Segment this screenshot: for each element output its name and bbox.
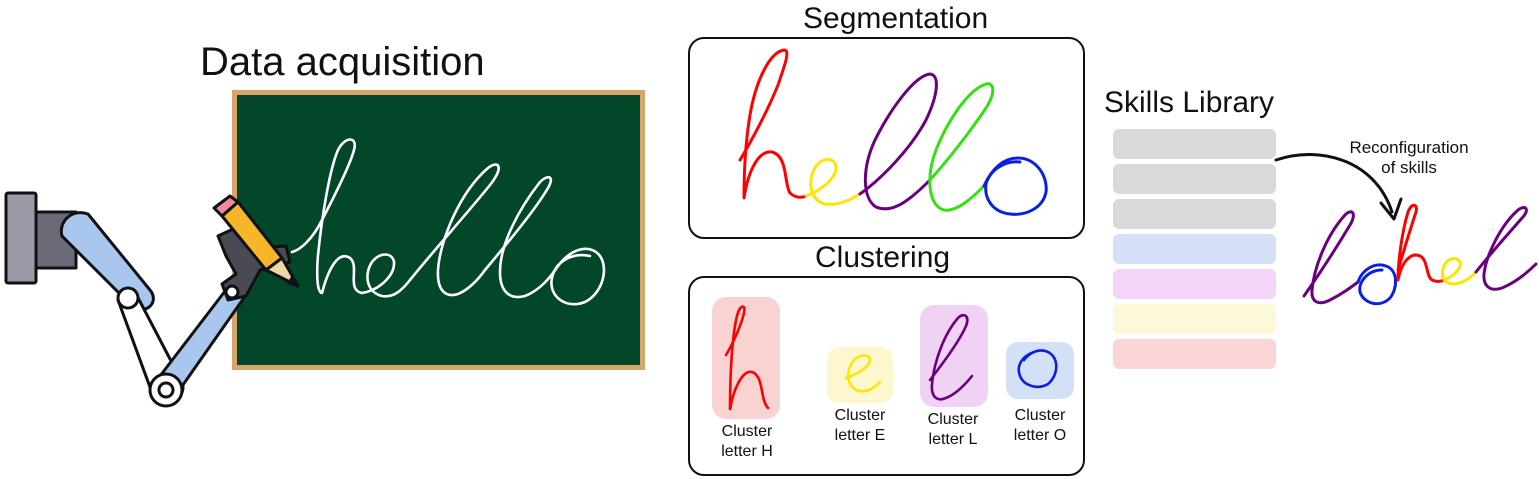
skill-slot-3: [1113, 199, 1276, 229]
skill-slot-o: [1113, 234, 1276, 264]
segment-o: [982, 156, 1048, 216]
skill-slot-e: [1113, 304, 1276, 334]
segment-h: [738, 48, 808, 200]
segment-l1: [858, 72, 938, 211]
segmentation-title: Segmentation: [803, 2, 989, 35]
cluster-e-label: Cluster letter E: [834, 407, 886, 444]
skills-library-title: Skills Library: [1104, 86, 1275, 119]
skill-slot-1: [1113, 129, 1276, 159]
cluster-o-label: Cluster letter O: [1013, 407, 1067, 444]
clustering-title: Clustering: [815, 241, 951, 274]
pencil-icon: [212, 194, 300, 288]
skill-slot-h: [1113, 339, 1276, 369]
cluster-h-label: Cluster letter H: [721, 423, 773, 460]
cluster-h-box: [712, 297, 780, 419]
segment-l2: [928, 82, 995, 212]
data-acquisition-title: Data acquisition: [200, 40, 485, 84]
skill-slot-l: [1113, 269, 1276, 299]
reconfiguration-label: Reconfiguration of skills: [1349, 138, 1469, 177]
skill-slot-2: [1113, 164, 1276, 194]
chalkboard: [232, 90, 645, 370]
segment-e: [804, 158, 862, 206]
robot-elbow-joint: [116, 286, 140, 310]
cluster-l-label: Cluster letter L: [927, 411, 979, 448]
